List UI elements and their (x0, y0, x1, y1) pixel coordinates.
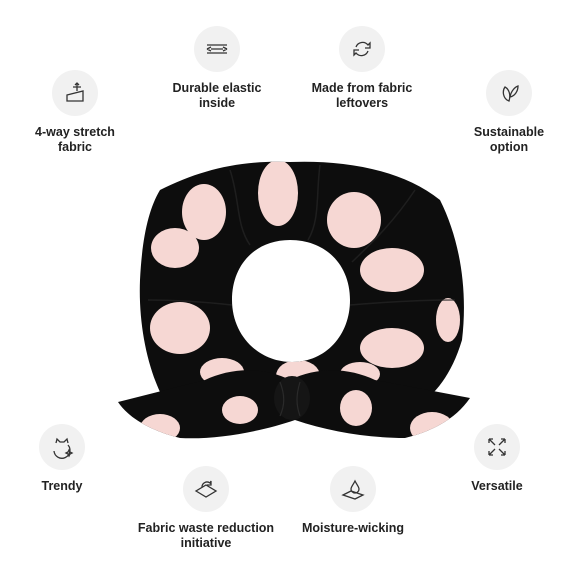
feature-label: Moisture-wicking (301, 521, 405, 535)
feature-label: Fabric waste reduction (137, 521, 275, 535)
feature-label: Trendy (41, 479, 83, 493)
feature-leftovers: Made from fabric leftovers (287, 26, 437, 111)
expand-arrows-icon (474, 424, 520, 470)
feature-label: initiative (180, 536, 232, 550)
water-drop-icon (330, 466, 376, 512)
feature-versatile: Versatile (422, 424, 572, 494)
feature-waste: Fabric waste reduction initiative (131, 466, 281, 551)
recycle-icon (339, 26, 385, 72)
feature-label: leftovers (335, 96, 389, 110)
feature-elastic: Durable elastic inside (142, 26, 292, 111)
feature-label: Sustainable (473, 125, 545, 139)
leaf-icon (486, 70, 532, 116)
stretch-arrows-icon (52, 70, 98, 116)
feature-stretch: 4-way stretch fabric (0, 70, 150, 155)
recycle-box-icon (183, 466, 229, 512)
elastic-band-icon (194, 26, 240, 72)
scrunchie-bow (118, 370, 470, 439)
feature-label: option (489, 140, 529, 154)
feature-label: Versatile (471, 479, 523, 493)
feature-label: fabric (57, 140, 93, 154)
feature-label: Durable elastic (172, 81, 262, 95)
feature-trendy: Trendy (0, 424, 137, 494)
feature-label: 4-way stretch (35, 125, 115, 139)
feature-moisture: Moisture-wicking (278, 466, 428, 536)
scrunchie-ring (139, 161, 464, 414)
cat-sparkle-icon (39, 424, 85, 470)
feature-sustainable: Sustainable option (434, 70, 580, 155)
feature-label: Made from fabric (311, 81, 413, 95)
feature-label: inside (198, 96, 236, 110)
